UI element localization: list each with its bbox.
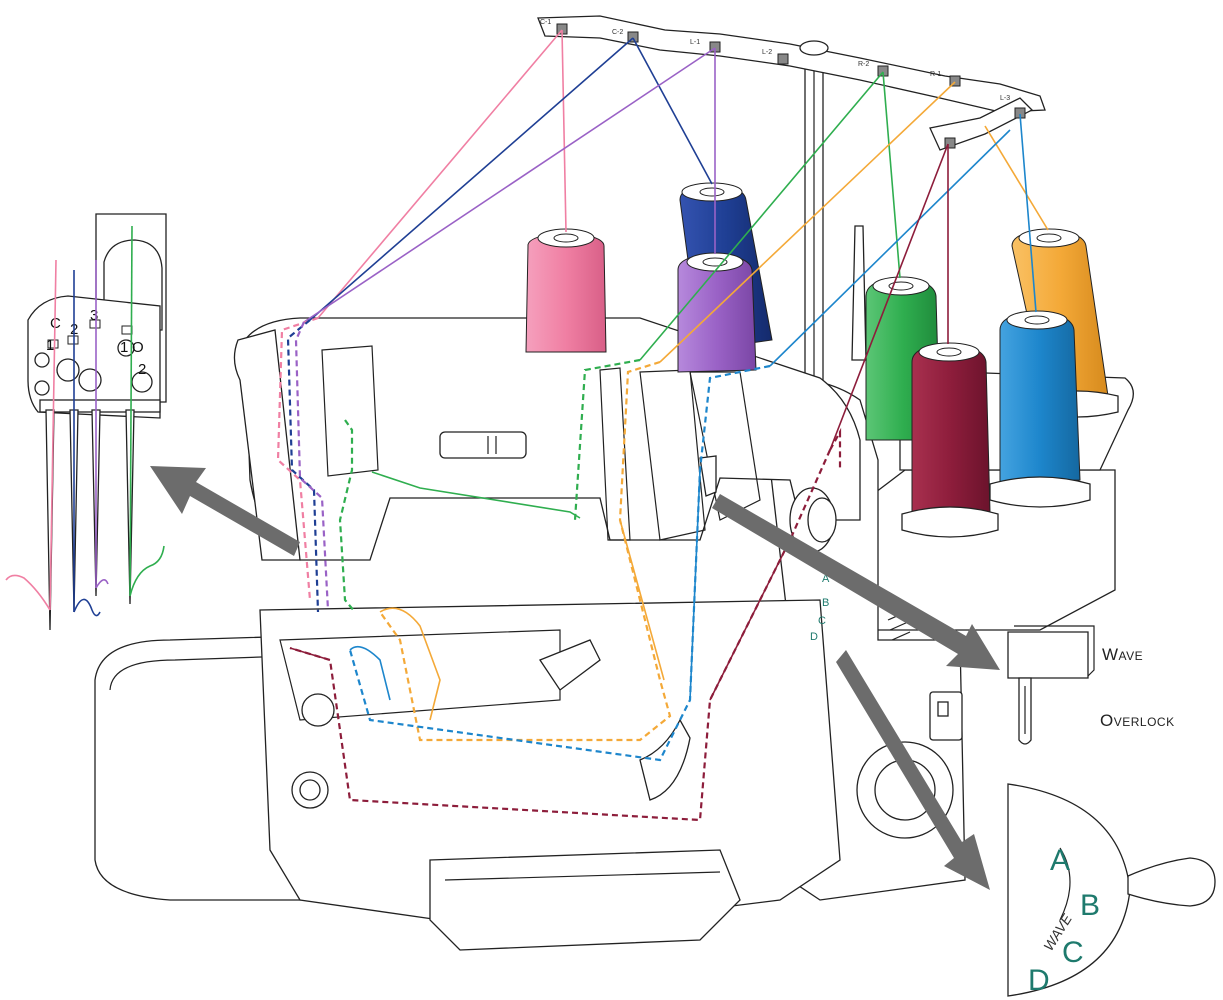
stitch-slider <box>439 431 527 459</box>
dial-letter-b: B <box>1080 889 1100 922</box>
spool-purple <box>677 252 757 373</box>
stand-tag-l3: L-3 <box>1000 95 1010 102</box>
threads-on-machine <box>276 316 842 822</box>
stand-tag-l1: L-1 <box>690 39 700 46</box>
left-end-cap <box>233 329 301 561</box>
needle-detail-inset: C 1 2 3 1 O 2 <box>5 213 167 631</box>
arrow-to-needle-detail <box>150 466 300 556</box>
spool-pink <box>525 228 607 353</box>
mini-dial-d: D <box>810 631 818 643</box>
needle-label-1: 1 <box>46 337 54 354</box>
needle-label-3: 3 <box>90 307 98 324</box>
dial-letter-a: A <box>1050 844 1070 877</box>
thread-stand: C-1 C-2 L-1 L-2 R-2 R-1 L-3 <box>537 15 1046 391</box>
wave-lever-mini <box>699 455 717 497</box>
stand-tag-r2: R-2 <box>858 61 869 68</box>
front-window <box>321 345 379 477</box>
stand-tag-l2: L-2 <box>762 49 772 56</box>
mini-dial-c: C <box>818 615 826 627</box>
mini-dial-b: B <box>822 597 829 609</box>
wave-label: Wave <box>1102 645 1143 664</box>
spool-blue <box>989 310 1091 508</box>
handwheel-small <box>301 693 335 727</box>
callout-arrows <box>150 466 1000 890</box>
wave-lever-detail: Wave Overlock <box>1007 625 1175 745</box>
needle-label-1o: 1 <box>120 339 128 356</box>
spool-group <box>525 182 1119 538</box>
threads-overhead <box>303 29 1049 451</box>
stand-tag-c2: C-2 <box>612 29 623 36</box>
thread-antenna <box>851 225 867 361</box>
dial-letter-d: D <box>1028 964 1050 997</box>
front-tray <box>429 849 741 951</box>
wave-lever-head <box>1007 631 1089 679</box>
serger-body: A B C D <box>94 317 1134 951</box>
needle-label-o: O <box>132 339 144 356</box>
arrow-to-wave-lever <box>712 494 1000 670</box>
stitch-dial-detail: A B C D WAVE <box>1007 783 1216 997</box>
spool-maroon <box>901 342 999 538</box>
stand-arm-right <box>929 97 1034 151</box>
stand-cap <box>799 40 829 56</box>
stand-tag-r1: R-1 <box>930 71 941 78</box>
stand-tag-c1: C-1 <box>540 19 551 26</box>
mini-dial-a: A <box>822 573 830 585</box>
needle-label-2r: 2 <box>138 361 146 378</box>
dial-lever <box>1127 857 1216 907</box>
dial-letter-c: C <box>1062 936 1084 969</box>
arrow-to-dial <box>836 650 990 890</box>
stand-bar <box>537 15 1046 113</box>
overlock-label: Overlock <box>1100 711 1175 730</box>
